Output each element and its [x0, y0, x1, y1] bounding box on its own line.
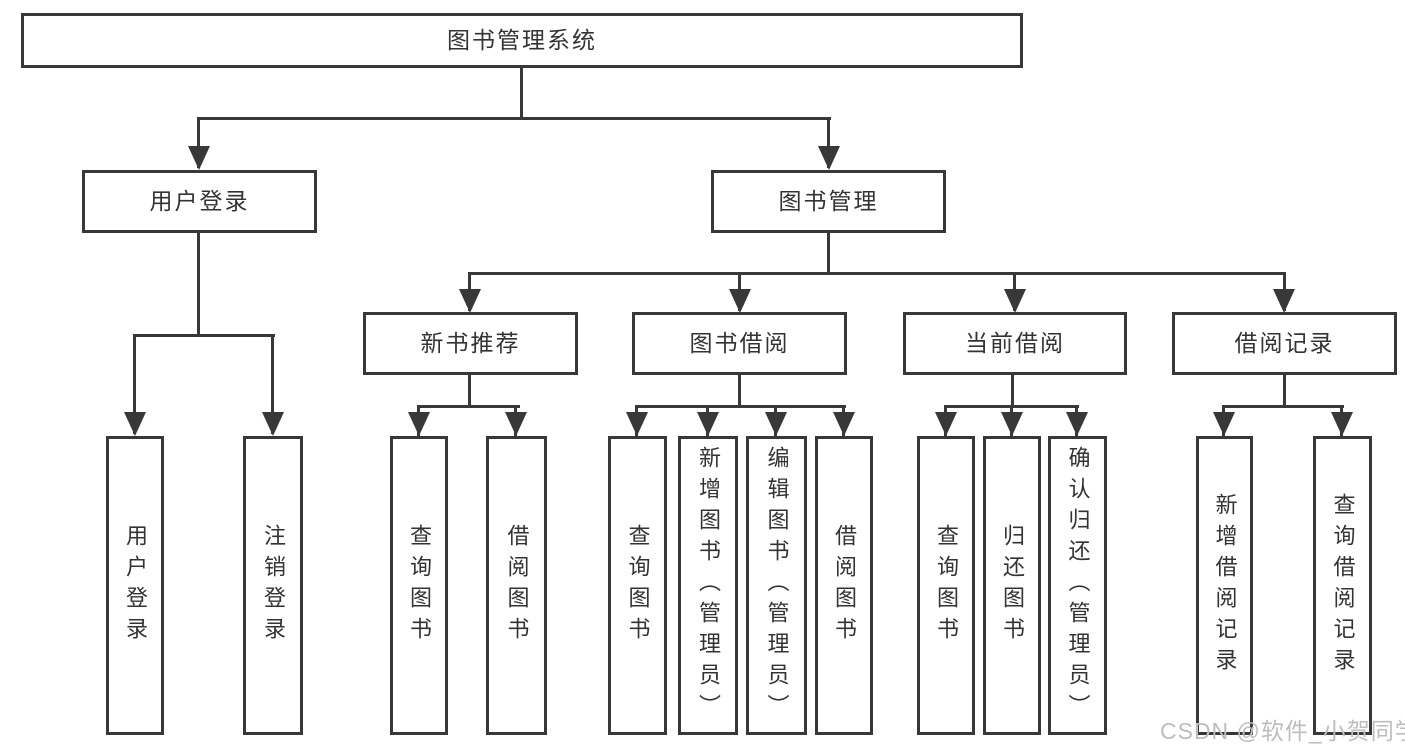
leaf-label: 新增借阅记录	[1212, 492, 1238, 679]
leaf-label: 查询图书	[625, 523, 651, 648]
node-label: 图书管理	[778, 188, 879, 214]
connector-drop	[197, 117, 200, 168]
node-book-management: 图书管理	[711, 170, 946, 233]
leaf-label: 查询图书	[407, 523, 432, 648]
connector-bookmgmt-branch	[469, 272, 1286, 275]
connector-stem	[738, 375, 741, 408]
leaf-query-borrow-record: 查询借阅记录	[1313, 436, 1372, 735]
arrowhead-icon	[1004, 289, 1026, 313]
connector-stem	[1011, 375, 1014, 408]
leaf-label: 查询图书	[934, 523, 959, 648]
leaf-label: 用户登录	[123, 523, 148, 648]
node-borrowing-records: 借阅记录	[1172, 312, 1397, 375]
leaf-borrow-books-recommend: 借阅图书	[486, 436, 547, 735]
node-label: 当前借阅	[965, 330, 1065, 356]
node-library-system: 图书管理系统	[21, 13, 1023, 68]
arrowhead-icon	[729, 289, 751, 313]
node-label: 新书推荐	[420, 330, 521, 356]
arrowhead-icon	[124, 412, 146, 436]
arrowhead-icon	[1331, 412, 1353, 436]
leaf-user-login: 用户登录	[106, 436, 164, 735]
arrowhead-icon	[1273, 289, 1295, 313]
leaf-label: 借阅图书	[832, 523, 857, 648]
connector-branch	[417, 405, 520, 408]
leaf-label: 查询借阅记录	[1330, 492, 1356, 679]
leaf-query-books-borrowing: 查询图书	[608, 436, 667, 735]
csdn-watermark: CSDN @软件_小贺同学	[1160, 718, 1405, 744]
leaf-borrow-books-borrowing: 借阅图书	[815, 436, 873, 735]
arrowhead-icon	[818, 146, 840, 170]
node-book-borrowing: 图书借阅	[632, 312, 847, 375]
arrowhead-icon	[1001, 412, 1023, 436]
leaf-query-books-recommend: 查询图书	[390, 436, 448, 735]
leaf-logout: 注销登录	[243, 436, 303, 735]
leaf-label: 新增图书（管理员）	[696, 446, 721, 725]
leaf-edit-book-admin: 编辑图书（管理员）	[746, 436, 807, 735]
leaf-label: 借阅图书	[504, 523, 530, 648]
leaf-label: 注销登录	[261, 523, 286, 648]
node-label: 图书借阅	[689, 330, 790, 356]
arrowhead-icon	[408, 412, 430, 436]
leaf-return-book: 归还图书	[983, 436, 1041, 735]
arrowhead-icon	[262, 412, 284, 436]
connector-bookmgmt-stem	[827, 233, 830, 275]
arrowhead-icon	[1213, 412, 1235, 436]
leaf-add-book-admin: 新增图书（管理员）	[678, 436, 738, 735]
node-user-login: 用户登录	[82, 170, 317, 233]
node-label: 图书管理系统	[447, 27, 597, 53]
leaf-add-borrow-record: 新增借阅记录	[1196, 436, 1253, 735]
connector-drop	[133, 334, 136, 434]
arrowhead-icon	[188, 146, 210, 170]
connector-root-branch	[197, 117, 831, 120]
arrowhead-icon	[626, 412, 648, 436]
node-label: 借阅记录	[1234, 330, 1335, 356]
connector-userlogin-stem	[197, 233, 200, 337]
leaf-query-books-current: 查询图书	[917, 436, 975, 735]
arrowhead-icon	[697, 412, 719, 436]
connector-stem	[468, 375, 471, 408]
connector-branch	[635, 405, 846, 408]
arrowhead-icon	[505, 412, 527, 436]
leaf-confirm-return-admin: 确认归还（管理员）	[1048, 436, 1107, 735]
leaf-label: 归还图书	[1000, 523, 1025, 648]
arrowhead-icon	[935, 412, 957, 436]
leaf-label: 确认归还（管理员）	[1065, 446, 1091, 725]
connector-userlogin-branch	[133, 334, 275, 337]
connector-root-stem	[520, 68, 523, 120]
node-label: 用户登录	[149, 188, 250, 214]
connector-drop	[271, 334, 274, 434]
connector-branch	[1222, 405, 1344, 408]
connector-stem	[1283, 375, 1286, 408]
connector-drop	[827, 117, 830, 168]
node-current-borrowing: 当前借阅	[903, 312, 1127, 375]
leaf-label: 编辑图书（管理员）	[764, 446, 790, 725]
arrowhead-icon	[833, 412, 855, 436]
arrowhead-icon	[765, 412, 787, 436]
arrowhead-icon	[1066, 412, 1088, 436]
arrowhead-icon	[459, 289, 481, 313]
node-new-book-recommend: 新书推荐	[363, 312, 578, 375]
